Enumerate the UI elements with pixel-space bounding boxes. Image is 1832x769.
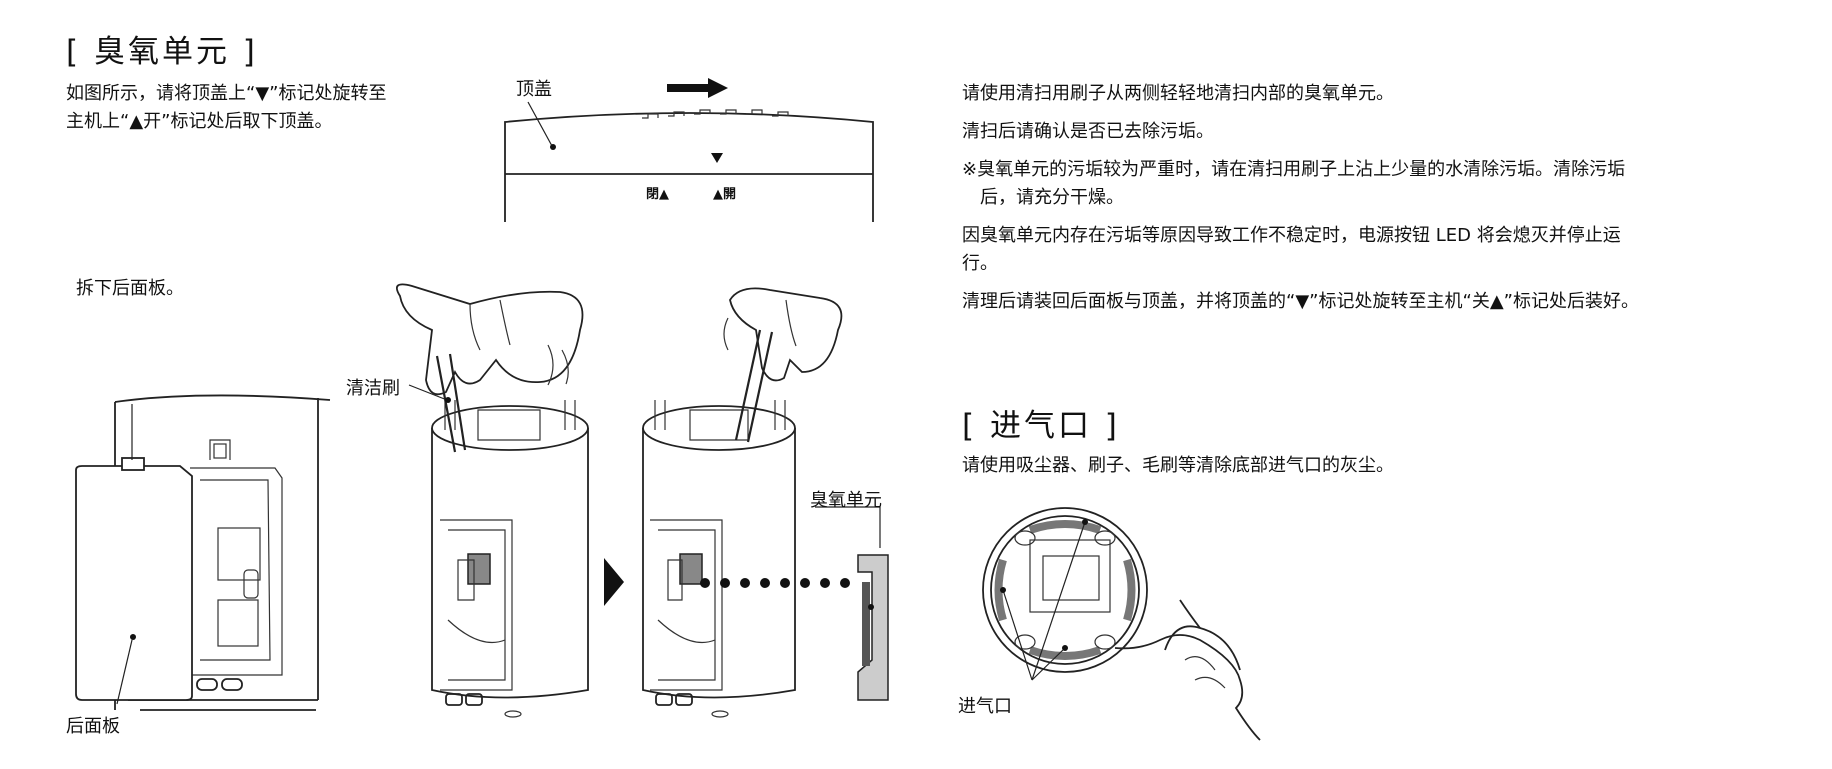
- back-panel-label: 后面板: [66, 716, 120, 737]
- note-line1: ※臭氧单元的污垢较为严重时，请在清扫用刷子上沾上少量的水清除污垢。清除污垢: [962, 159, 1626, 180]
- para1: 请使用清扫用刷子从两侧轻轻地清扫内部的臭氧单元。: [962, 83, 1394, 104]
- triangle-right-icon: [604, 558, 624, 606]
- brush-label: 清洁刷: [346, 378, 400, 399]
- open-mark: ▲開: [713, 187, 736, 202]
- unit-with-brush-illustration: [396, 283, 589, 718]
- top-cover-label: 顶盖: [516, 79, 552, 100]
- top-cover-illustration: [504, 101, 874, 222]
- step1-instruction: 如图所示，请将顶盖上“▼”标记处旋转至 主机上“▲开”标记处后取下顶盖。: [66, 80, 486, 136]
- dotted-guide-line: [700, 578, 850, 588]
- step1-line2: 主机上“▲开”标记处后取下顶盖。: [66, 111, 333, 132]
- cleaning-instructions: 请使用清扫用刷子从两侧轻轻地清扫内部的臭氧单元。 清扫后请确认是否已去除污垢。 …: [962, 80, 1822, 316]
- intake-bottom-view-illustration: [982, 507, 1261, 741]
- intake-section-heading: [ 进气口 ]: [962, 408, 1120, 444]
- note-line2: 后，请充分干燥。: [980, 187, 1124, 208]
- close-mark: 閉▲: [646, 187, 669, 202]
- ozone-section-heading: [ 臭氧单元 ]: [66, 34, 258, 70]
- para4: 清理后请装回后面板与顶盖，并将顶盖的“▼”标记处旋转至主机“关▲”标记处后装好。: [962, 291, 1639, 312]
- step2-instruction: 拆下后面板。: [76, 278, 184, 299]
- down-triangle-mark-icon: [711, 153, 723, 163]
- intake-instruction: 请使用吸尘器、刷子、毛刷等清除底部进气口的灰尘。: [962, 455, 1394, 476]
- ozone-unit-detail: [815, 506, 889, 701]
- para3-line1: 因臭氧单元内存在污垢等原因导致工作不稳定时，电源按钮 LED 将会熄灭并停止运: [962, 225, 1621, 246]
- right-arrow-icon: [667, 78, 728, 98]
- step1-line1: 如图所示，请将顶盖上“▼”标记处旋转至: [66, 83, 387, 104]
- back-panel-illustration: [75, 394, 331, 711]
- ozone-unit-label: 臭氧单元: [810, 490, 882, 511]
- para3-line2: 行。: [962, 253, 998, 274]
- intake-label: 进气口: [958, 696, 1012, 717]
- unit-cleaning-illustration: [642, 287, 850, 718]
- para2: 清扫后请确认是否已去除污垢。: [962, 121, 1214, 142]
